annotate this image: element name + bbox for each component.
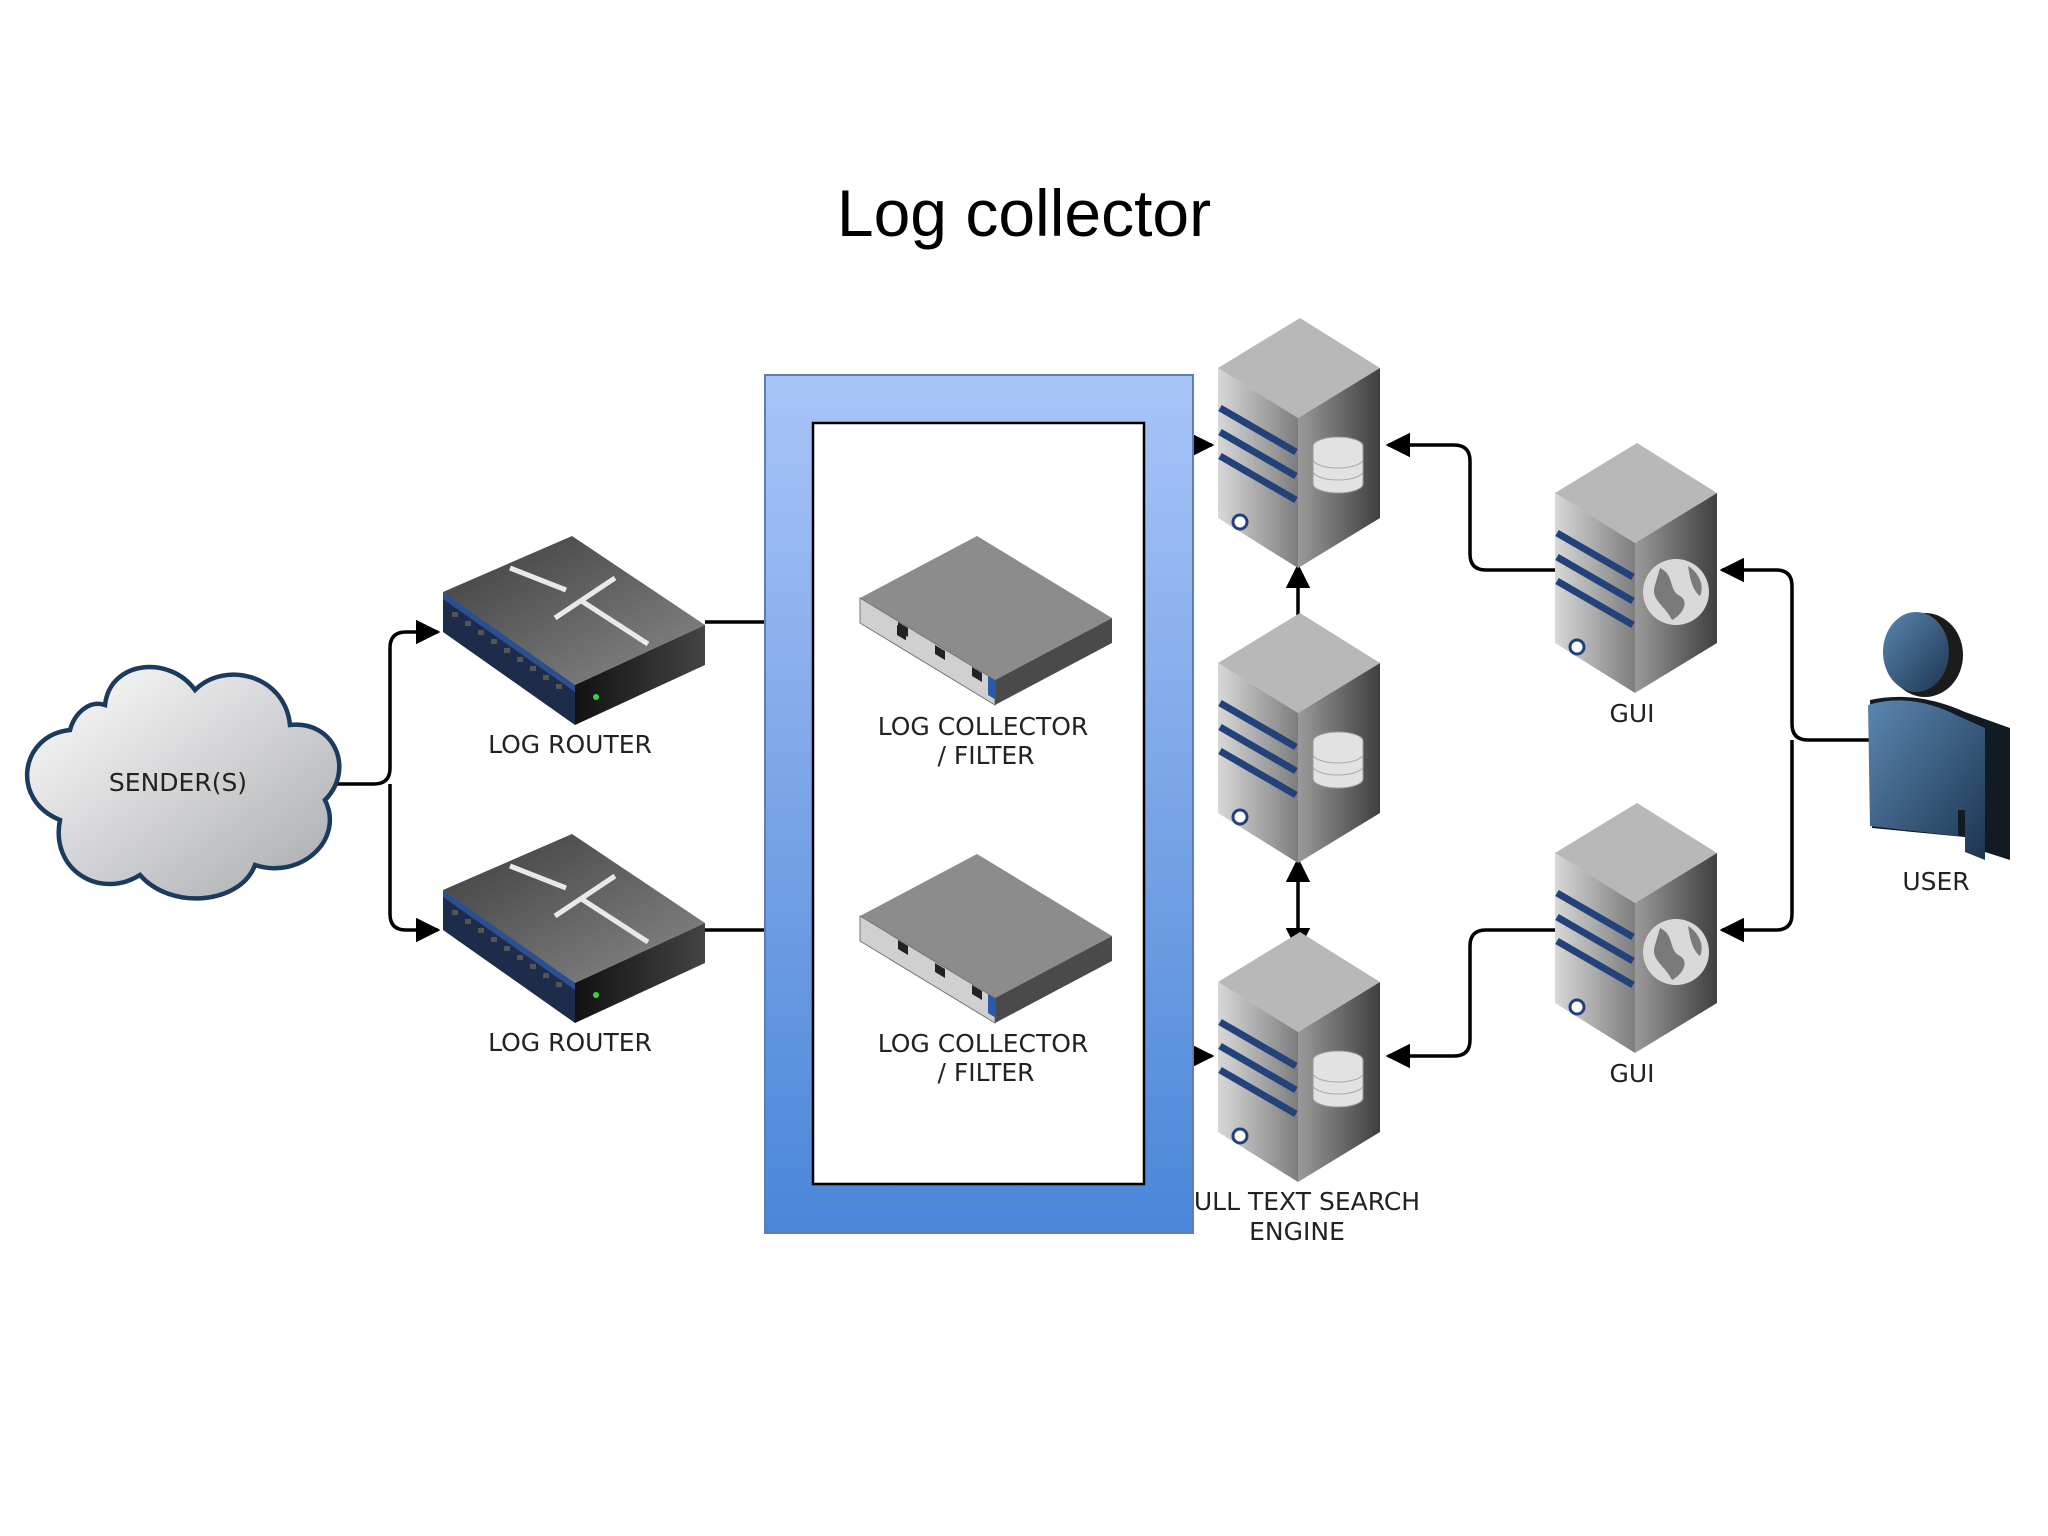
search-engine-label-line1: ULL TEXT SEARCH: [1194, 1187, 1420, 1216]
connector-user-to-gui-bottom: [1719, 740, 1794, 943]
rack-server-icon: [859, 536, 1112, 706]
user: USER: [1868, 612, 2010, 896]
sender-label: SENDER(S): [109, 768, 247, 797]
web-server-icon: [1555, 803, 1717, 1053]
router-bottom: LOG ROUTER: [443, 834, 705, 1057]
database-server-icon: [1218, 613, 1380, 863]
search-engine-label-line2: ENGINE: [1249, 1217, 1345, 1246]
search-engine-cluster: ULL TEXT SEARCH ENGINE: [1194, 318, 1420, 1246]
router-top-label: LOG ROUTER: [488, 730, 652, 759]
gui-top: GUI: [1555, 443, 1717, 728]
gui-top-label: GUI: [1609, 699, 1654, 728]
router-icon: [443, 834, 705, 1023]
globe-icon: [1643, 559, 1709, 625]
database-server-icon: [1218, 932, 1380, 1182]
gui-bottom-label: GUI: [1609, 1059, 1654, 1088]
collector-top: LOG COLLECTOR / FILTER: [859, 536, 1112, 770]
user-icon: [1868, 612, 2010, 860]
sender-cloud: SENDER(S): [24, 664, 342, 901]
connector-gui-bottom-to-search: [1385, 928, 1555, 1069]
collector-bottom-label-line1: LOG COLLECTOR: [878, 1029, 1089, 1058]
router-icon: [443, 536, 705, 725]
collector-top-label-line1: LOG COLLECTOR: [878, 712, 1089, 741]
connector-sender-to-router-top: [336, 619, 441, 786]
router-top: LOG ROUTER: [443, 536, 705, 759]
collector-bottom-label-line2: / FILTER: [937, 1058, 1034, 1087]
router-bottom-label: LOG ROUTER: [488, 1028, 652, 1057]
user-label: USER: [1902, 867, 1969, 896]
rack-server-icon: [859, 854, 1112, 1024]
slide-title: Log collector: [836, 176, 1212, 250]
collector-cluster: [764, 374, 1194, 1234]
collector-bottom: LOG COLLECTOR / FILTER: [859, 854, 1112, 1087]
web-server-icon: [1555, 443, 1717, 693]
cloud-icon: [24, 664, 342, 901]
gui-bottom: GUI: [1555, 803, 1717, 1088]
collector-top-label-line2: / FILTER: [937, 741, 1034, 770]
connector-user-to-gui-top: [1719, 557, 1873, 742]
globe-icon: [1643, 919, 1709, 985]
database-server-icon: [1218, 318, 1380, 568]
connector-sender-to-router-bottom: [388, 784, 441, 943]
connector-gui-top-to-search: [1385, 432, 1555, 572]
